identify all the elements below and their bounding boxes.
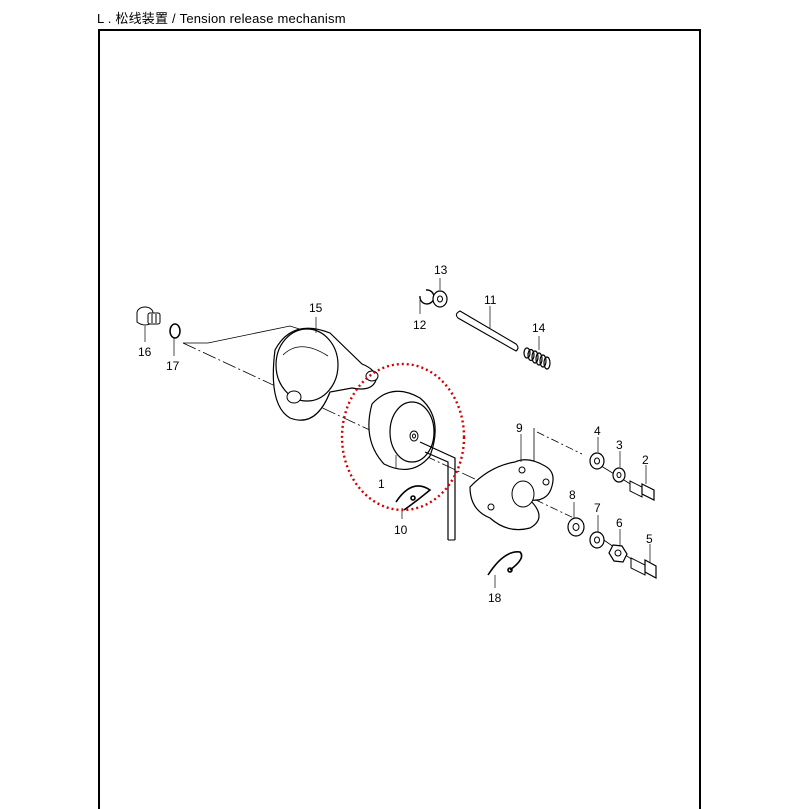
part-16-screw[interactable] [136,306,161,342]
part-8-washer[interactable] [567,502,585,537]
part-14-spring[interactable] [523,336,551,370]
part-6-nut[interactable] [608,529,628,563]
part-17-ring[interactable] [169,323,181,356]
label-part-13: 13 [434,263,448,277]
highlight-circle [340,362,466,512]
part-5-bolt[interactable] [630,544,657,580]
part-4-washer[interactable] [589,437,605,470]
label-part-18: 18 [488,591,502,605]
label-part-12: 12 [413,318,427,332]
part-labels: 1 2 3 4 5 6 7 8 9 10 11 12 13 14 15 16 1… [138,263,653,605]
label-part-11: 11 [484,293,497,307]
part-7-washer[interactable] [589,515,605,549]
part-15-housing[interactable] [272,317,379,421]
label-part-10: 10 [394,523,408,537]
label-part-17: 17 [166,359,180,373]
label-part-6: 6 [616,516,623,530]
page-title: L . 松线装置 / Tension release mechanism [97,11,346,26]
part-13-washer[interactable] [432,278,448,308]
part-18-wire-clip[interactable] [487,551,523,588]
label-part-2: 2 [642,453,649,467]
label-part-4: 4 [594,424,601,438]
part-11-pin[interactable] [455,306,519,352]
diagram-frame [98,29,701,809]
part-2-bolt[interactable] [629,465,655,501]
label-part-14: 14 [532,321,546,335]
part-3-washer[interactable] [612,451,626,483]
part-9-plate[interactable] [469,434,554,531]
part-10-wire-clip[interactable] [395,485,432,519]
label-part-1: 1 [378,477,385,491]
label-part-15: 15 [309,301,323,315]
label-part-7: 7 [594,501,601,515]
label-part-9: 9 [516,421,523,435]
label-part-5: 5 [646,532,653,546]
part-1-drum[interactable] [368,390,456,541]
label-part-8: 8 [569,488,576,502]
label-part-3: 3 [616,438,623,452]
part-12-clip[interactable] [419,289,435,314]
label-part-16: 16 [138,345,152,359]
